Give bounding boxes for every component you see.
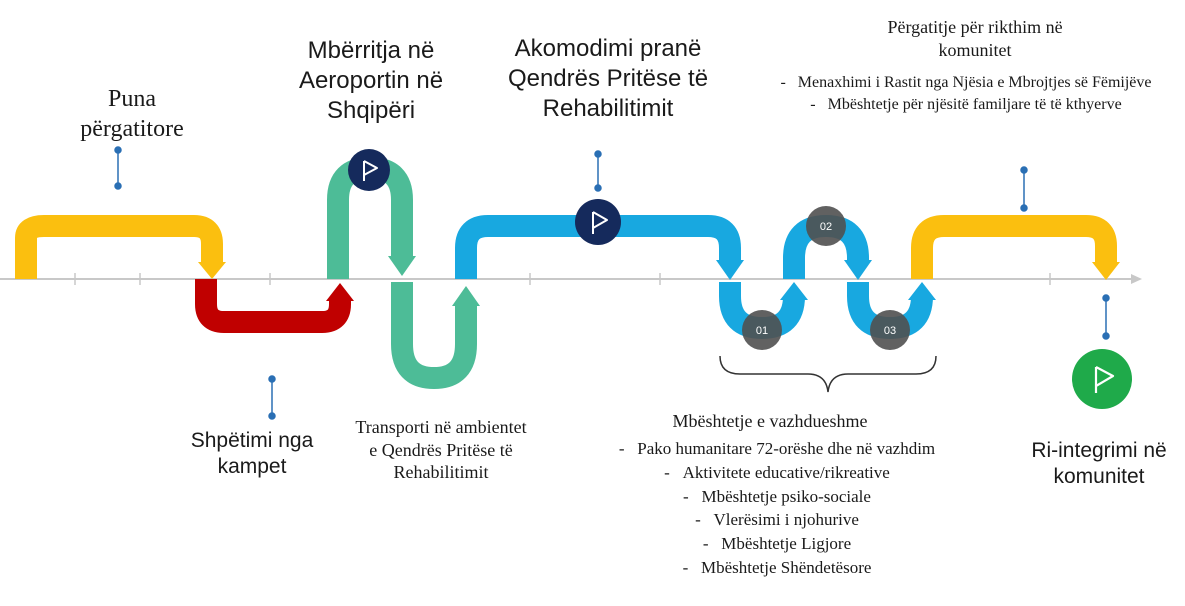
label-reintegration: Ri-integrimi në komunitet bbox=[1031, 439, 1167, 489]
path-segment-rescue bbox=[195, 279, 354, 333]
timeline-axis bbox=[0, 273, 1142, 285]
support-item: Vlerësimi i njohurive bbox=[552, 508, 1002, 532]
connector-pins bbox=[114, 146, 1110, 420]
marker-01: 01 bbox=[742, 310, 782, 350]
support-item: Mbështetje Shëndetësore bbox=[552, 556, 1002, 580]
support-item: Mbështetje psiko-sociale bbox=[552, 485, 1002, 509]
label-ongoing-support: Mbështetje e vazhdueshme bbox=[672, 411, 868, 431]
marker-03: 03 bbox=[870, 310, 910, 350]
support-item: Pako humanitare 72-orëshe dhe në vazhdim bbox=[552, 437, 1002, 461]
flag-icon bbox=[348, 149, 390, 191]
marker-03-label: 03 bbox=[884, 325, 896, 337]
marker-02-label: 02 bbox=[820, 221, 832, 233]
label-rescue: Shpëtimi nga kampet bbox=[190, 429, 314, 479]
label-preparatory: Puna përgatitore bbox=[80, 86, 184, 142]
return-prep-item: Menaxhimi i Rastit nga Njësia e Mbrojtje… bbox=[776, 72, 1156, 94]
support-brace bbox=[719, 355, 937, 393]
label-transport: Transporti në ambientet e Qendrës Pritës… bbox=[355, 417, 527, 482]
flag-icon bbox=[575, 199, 621, 245]
marker-01-label: 01 bbox=[756, 325, 768, 337]
path-segment-preparatory bbox=[15, 215, 226, 279]
label-arrival: Mbërritja në Aeroportin në Shqipëri bbox=[298, 37, 444, 124]
support-item: Mbështetje Ligjore bbox=[552, 532, 1002, 556]
label-return-prep: Përgatitje për rikthim në komunitet bbox=[887, 17, 1063, 60]
support-item: Aktivitete educative/rikreative bbox=[552, 461, 1002, 485]
marker-02: 02 bbox=[806, 206, 846, 246]
path-segment-return-prep bbox=[911, 215, 1120, 280]
flag-icon bbox=[1072, 349, 1132, 409]
label-accommodation: Akomodimi pranë Qendrës Pritëse të Rehab… bbox=[507, 35, 709, 122]
return-prep-item: Mbështetje për njësitë familjare të të k… bbox=[776, 94, 1156, 116]
return-prep-list: Menaxhimi i Rastit nga Njësia e Mbrojtje… bbox=[776, 72, 1156, 117]
support-list: Pako humanitare 72-orëshe dhe në vazhdim… bbox=[552, 437, 1002, 580]
